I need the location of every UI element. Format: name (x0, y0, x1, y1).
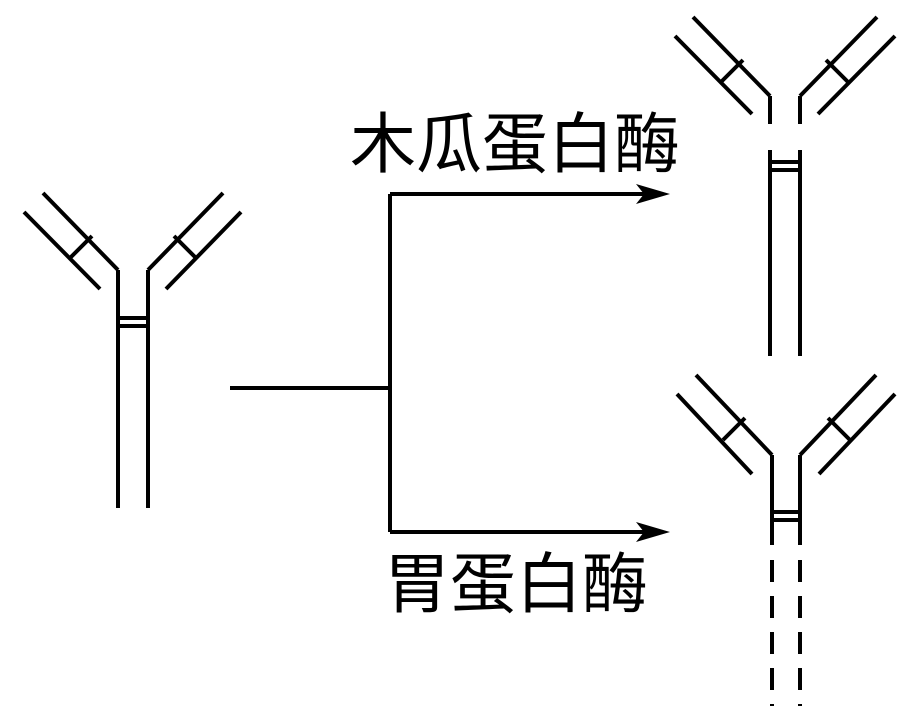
arrow-to-pepsin-product-icon (390, 522, 670, 542)
papain-product-icon (673, 15, 897, 356)
branch-connector (230, 194, 392, 532)
pepsin-label: 胃蛋白酶 (384, 546, 648, 623)
arrow-to-papain-product-icon (390, 184, 670, 204)
intact-antibody-icon (22, 191, 243, 508)
pepsin-product-icon (675, 373, 897, 706)
papain-label: 木瓜蛋白酶 (350, 106, 680, 183)
